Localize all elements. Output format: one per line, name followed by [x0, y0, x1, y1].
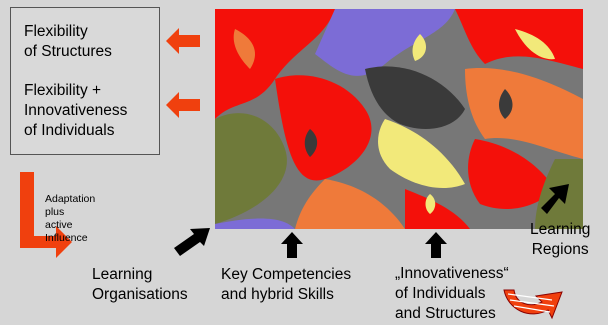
adaptation-line: active — [45, 219, 73, 231]
adaptation-line: Influence — [45, 232, 88, 244]
label-line: Learning — [530, 221, 591, 238]
box-line: Flexibility — [24, 23, 88, 40]
flexibility-structures-text: Flexibility of Structures — [24, 22, 112, 62]
up-arrow-icon — [281, 232, 303, 258]
box-line: of Structures — [24, 43, 112, 60]
bent-arrow-icon — [20, 172, 72, 258]
learning-organisations-label: Learning Organisations — [92, 265, 188, 305]
box-line: of Individuals — [24, 122, 115, 139]
adaptation-line: plus — [45, 206, 65, 218]
up-arrow-icon — [425, 232, 447, 258]
label-line: Learning — [92, 266, 153, 283]
flexibility-individuals-text: Flexibility + Innovativeness of Individu… — [24, 81, 127, 141]
label-line: Organisations — [92, 286, 188, 303]
label-line: and hybrid Skills — [221, 286, 334, 303]
curved-arrow-icon — [503, 289, 563, 320]
key-competencies-label: Key Competencies and hybrid Skills — [221, 265, 351, 305]
innovativeness-label: „Innovativeness“ of Individuals and Stru… — [395, 264, 509, 324]
adaptation-line: Adaptation — [45, 193, 96, 205]
adaptation-text: Adaptation plus active Influence — [45, 193, 95, 245]
label-line: Regions — [531, 241, 589, 258]
diagonal-arrow-icon — [174, 228, 210, 256]
label-line: and Structures — [395, 305, 496, 322]
left-arrow-icon — [166, 92, 200, 118]
structures-box: Flexibility of Structures Flexibility + … — [10, 7, 160, 155]
label-line: „Innovativeness“ — [395, 265, 509, 282]
box-line: Innovativeness — [24, 102, 128, 119]
left-arrow-icon — [166, 28, 200, 54]
diagonal-arrow-icon — [541, 184, 569, 214]
box-line: Flexibility + — [24, 82, 102, 99]
abstract-painting — [215, 9, 583, 229]
learning-regions-label: Learning Regions — [530, 220, 590, 260]
label-line: of Individuals — [395, 285, 486, 302]
label-line: Key Competencies — [221, 266, 352, 283]
